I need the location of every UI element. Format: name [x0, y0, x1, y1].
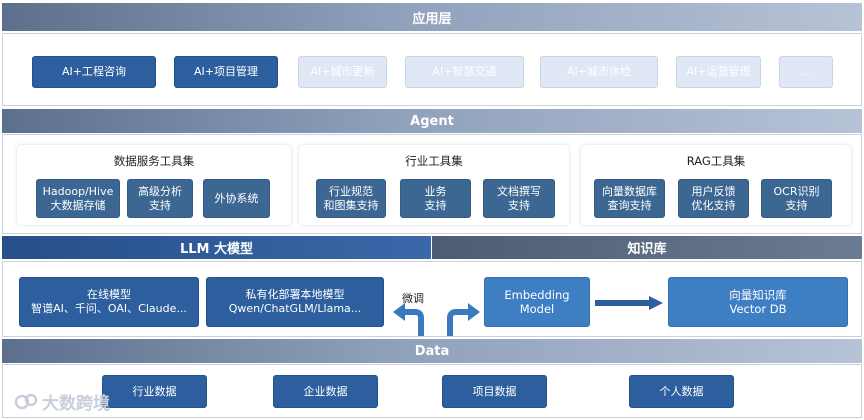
data-item[interactable]: 项目数据 — [442, 375, 547, 408]
data-item[interactable]: 企业数据 — [273, 375, 378, 408]
app-layer-panel: AI+工程咨询 AI+项目管理 AI+城市更新 AI+智慧交通 AI+城市体检 … — [2, 33, 862, 106]
private-model-title: 私有化部署本地模型 — [245, 288, 345, 301]
online-model-box[interactable]: 在线模型 智谱AI、千问、OAI、Claude... — [19, 277, 199, 327]
llm-title: LLM 大模型 — [179, 242, 254, 257]
app-item-label: AI+城市体检 — [567, 65, 631, 78]
private-model-desc: Qwen/ChatGLM/Llama... — [228, 302, 362, 315]
app-item-label: AI+城市更新 — [310, 65, 375, 78]
app-layer-title: 应用层 — [412, 11, 452, 27]
llm-kb-panel: 在线模型 智谱AI、千问、OAI、Claude... 私有化部署本地模型 Qwe… — [2, 261, 862, 337]
app-item-label: ... — [800, 65, 812, 78]
llm-header: LLM 大模型 — [2, 236, 431, 259]
app-item[interactable]: AI+运营管理 — [676, 56, 761, 88]
finetune-arrow-icon — [447, 303, 480, 336]
tool-item[interactable]: 行业规范 和图集支持 — [316, 179, 386, 218]
private-model-box[interactable]: 私有化部署本地模型 Qwen/ChatGLM/Llama... — [206, 277, 384, 327]
data-item-label: 个人数据 — [659, 384, 704, 398]
kb-header: 知识库 — [432, 236, 862, 259]
finetune-arrow-icon — [393, 303, 424, 336]
app-item-label: AI+智慧交通 — [432, 65, 497, 78]
tool-group-title: 数据服务工具集 — [113, 154, 195, 168]
data-item[interactable]: 行业数据 — [102, 375, 207, 408]
vector-db-box[interactable]: 向量知识库 Vector DB — [668, 277, 848, 327]
tool-group-title: RAG工具集 — [686, 154, 746, 168]
watermark: 大数跨境 — [14, 389, 110, 414]
tool-group-data-service: 数据服务工具集 Hadoop/Hive 大数据存储 高级分析 支持 外协系统 — [17, 145, 291, 225]
tool-group-title: 行业工具集 — [405, 154, 463, 168]
kb-title: 知识库 — [627, 242, 667, 257]
app-item[interactable]: ... — [779, 56, 833, 88]
data-header: Data — [2, 339, 862, 363]
agent-title: Agent — [410, 113, 454, 129]
app-item-label: AI+工程咨询 — [62, 65, 126, 78]
embedding-model-box[interactable]: Embedding Model — [484, 277, 590, 327]
watermark-logo-icon — [14, 393, 38, 409]
tool-item[interactable]: 业务 支持 — [400, 179, 471, 218]
app-item[interactable]: AI+工程咨询 — [32, 56, 156, 88]
tool-item[interactable]: Hadoop/Hive 大数据存储 — [36, 179, 120, 218]
tool-item[interactable]: OCR识别 支持 — [761, 179, 832, 218]
data-item-label: 行业数据 — [132, 384, 177, 398]
tool-item[interactable]: 向量数据库 查询支持 — [594, 179, 665, 218]
tool-item[interactable]: 文档撰写 支持 — [483, 179, 555, 218]
tool-item[interactable]: 用户反馈 优化支持 — [678, 179, 749, 218]
data-item[interactable]: 个人数据 — [629, 375, 734, 408]
finetune-label: 微调 — [402, 292, 424, 305]
app-item[interactable]: AI+城市体检 — [540, 56, 658, 88]
data-panel: 行业数据 企业数据 项目数据 个人数据 — [2, 364, 862, 418]
app-layer-header: 应用层 — [2, 3, 862, 31]
app-item[interactable]: AI+智慧交通 — [405, 56, 524, 88]
app-item-label: AI+项目管理 — [194, 65, 258, 78]
tool-item[interactable]: 高级分析 支持 — [127, 179, 193, 218]
online-model-title: 在线模型 — [87, 288, 131, 301]
watermark-text: 大数跨境 — [42, 394, 110, 414]
online-model-desc: 智谱AI、千问、OAI、Claude... — [31, 302, 187, 315]
agent-header: Agent — [2, 109, 862, 133]
tool-group-rag: RAG工具集 向量数据库 查询支持 用户反馈 优化支持 OCR识别 支持 — [581, 145, 851, 225]
app-item[interactable]: AI+项目管理 — [174, 56, 278, 88]
app-item-label: AI+运营管理 — [686, 65, 751, 78]
tool-group-industry: 行业工具集 行业规范 和图集支持 业务 支持 文档撰写 支持 — [299, 145, 569, 225]
flow-arrow-icon — [595, 296, 663, 310]
data-item-label: 项目数据 — [472, 384, 517, 398]
data-item-label: 企业数据 — [303, 384, 348, 398]
app-item[interactable]: AI+城市更新 — [298, 56, 387, 88]
data-title: Data — [414, 343, 450, 359]
agent-panel: 数据服务工具集 Hadoop/Hive 大数据存储 高级分析 支持 外协系统 行… — [2, 134, 862, 234]
tool-item[interactable]: 外协系统 — [203, 179, 270, 218]
